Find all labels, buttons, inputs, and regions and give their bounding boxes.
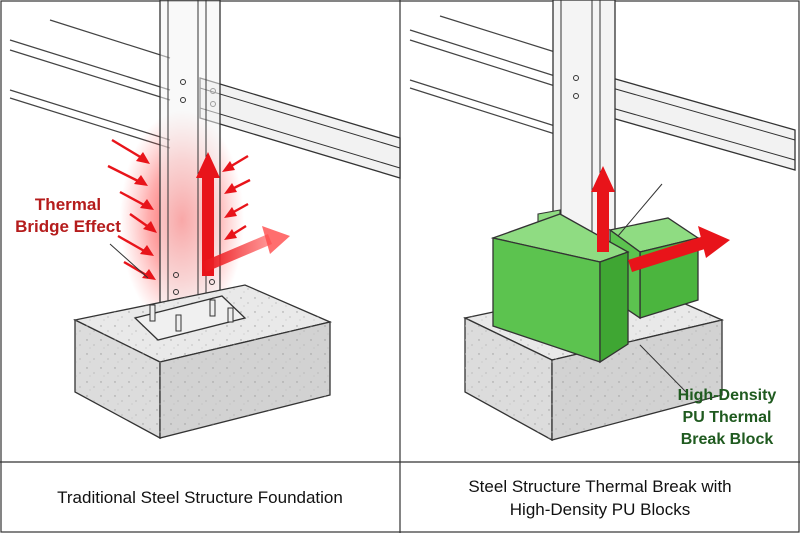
right-vertical-heat-arrow — [591, 166, 615, 252]
left-incoming-arrows-right — [222, 154, 251, 240]
right-panel: High-Density PU Thermal Break Block — [409, 0, 796, 448]
right-horizontal-beam — [597, 73, 796, 171]
right-background-beams — [409, 15, 556, 135]
thermal-bridge-label-line2: Bridge Effect — [15, 217, 121, 236]
pu-block-label-line3: Break Block — [681, 431, 774, 448]
pu-block-front — [490, 213, 630, 364]
left-background-beams — [9, 19, 171, 149]
thermal-bridge-label-line1: Thermal — [35, 195, 101, 214]
pu-block-label-line2: PU Thermal — [683, 409, 772, 426]
pu-block-label-line1: High-Density — [678, 387, 777, 404]
left-vertical-heat-arrow — [196, 152, 220, 276]
left-incoming-arrows-left — [107, 138, 157, 280]
right-caption-text: Steel Structure Thermal Break with High-… — [468, 475, 731, 521]
left-base-plate — [133, 295, 247, 341]
left-caption-text: Traditional Steel Structure Foundation — [57, 488, 343, 507]
thermal-bridge-leader-line — [109, 243, 149, 279]
right-caption-line2: High-Density PU Blocks — [509, 499, 691, 519]
right-top-leader-line — [617, 183, 663, 237]
right-caption-line1: Steel Structure Thermal Break with — [468, 476, 732, 496]
right-caption: Steel Structure Thermal Break with High-… — [400, 462, 800, 533]
left-panel: Thermal Bridge Effect — [9, 0, 401, 440]
left-outgoing-heat-arrow — [202, 226, 290, 272]
pu-block-leader-line — [639, 344, 687, 393]
right-outgoing-heat-arrow — [628, 226, 730, 272]
left-caption: Traditional Steel Structure Foundation — [0, 462, 400, 533]
